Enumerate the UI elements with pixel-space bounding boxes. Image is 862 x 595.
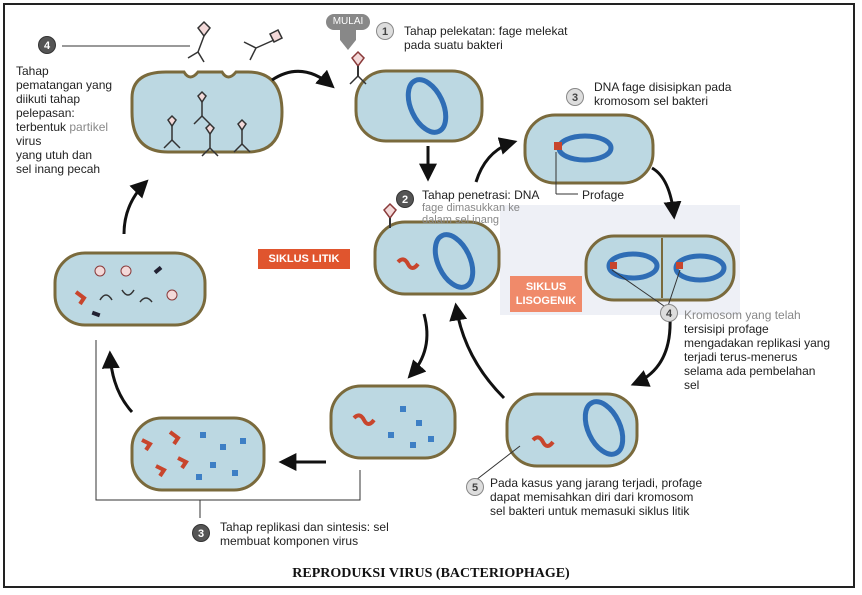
text-line: Tahap (16, 64, 49, 78)
arrow-synthesize-to-assemble (101, 350, 134, 414)
cell-assembly (53, 251, 207, 327)
text-line: DNA fage disisipkan pada (594, 80, 732, 94)
arrow-penetrate-to-replicate (407, 313, 429, 379)
arrow-penetrate-to-prophage (474, 137, 518, 183)
text-line: tersisipi profage (684, 322, 769, 336)
arrow-excise-to-penetrate (449, 302, 506, 400)
lytic-cycle-badge: SIKLUS LITIK (258, 249, 350, 269)
text-line: dapat memisahkan diri dari kromosom (490, 490, 694, 504)
cell-excision (505, 392, 639, 468)
arrow-assemble-to-lysis (122, 179, 149, 235)
text-line: terjadi terus-menerus (684, 350, 798, 364)
step-3-lytic-number: 3 (192, 524, 210, 542)
step-5-description: Pada kasus yang jarang terjadi, profage … (490, 476, 702, 518)
arrow-lysis-to-attach (271, 69, 335, 89)
start-pointer (340, 30, 356, 50)
text-line: Tahap pelekatan: fage melekat (404, 24, 568, 38)
text-line: pada suatu bakteri (404, 38, 503, 52)
text-line: Tahap penetrasi: DNA (422, 188, 540, 202)
text-part: terbentuk (16, 120, 70, 134)
text-line: mengadakan replikasi yang (684, 336, 831, 350)
step-3-lysogenic-description: DNA fage disisipkan pada kromosom sel ba… (594, 80, 731, 108)
step-3-lytic-description: Tahap replikasi dan sintesis: sel membua… (220, 520, 389, 548)
cell-penetration (373, 202, 501, 296)
text-line: selama ada pembelahan (684, 364, 816, 378)
arrow-prophage-to-divide (651, 166, 682, 220)
figure-title: REPRODUKSI VIRUS (BACTERIOPHAGE) (292, 566, 570, 581)
step-4-lysogenic-description: Kromosom yang telah tersisipi profage me… (684, 308, 830, 392)
profage-label: Profage (582, 188, 625, 202)
text-line: terbentuk partikel (16, 120, 112, 134)
text-line: yang utuh dan (16, 148, 93, 162)
cell-prophage (523, 113, 655, 185)
text-line: LISOGENIK (515, 295, 577, 307)
step-4-lytic-number: 4 (38, 36, 56, 54)
lysogenic-cycle-badge: SIKLUS LISOGENIK (510, 276, 582, 312)
released-phages (187, 20, 284, 63)
cell-lysis (130, 70, 284, 157)
text-line: Kromosom yang telah (684, 308, 801, 322)
cell-synthesis (130, 416, 266, 492)
cell-dividing (584, 234, 736, 302)
text-line: sel bakteri untuk memasuki siklus litik (490, 504, 690, 518)
phage-icon (383, 202, 397, 228)
text-part: partikel (69, 120, 109, 134)
step-3-lysogenic-number: 3 (566, 88, 584, 106)
step-4-lysogenic-number: 4 (660, 304, 678, 322)
phage-icon (349, 50, 367, 85)
text-line: dalam sel inang (422, 214, 500, 226)
text-line: pelepasan: (16, 106, 75, 120)
step-1-number: 1 (376, 22, 394, 40)
cycle-arrows (101, 69, 682, 471)
text-line: membuat komponen virus (220, 534, 359, 548)
cell-attachment (349, 50, 484, 143)
step-4-lytic-description: Tahap pematangan yang diikuti tahap pele… (16, 64, 112, 176)
step-2-description: Tahap penetrasi: DNA fage dimasukkan ke … (422, 188, 539, 226)
text-line: sel (684, 378, 700, 392)
step-2-number: 2 (396, 190, 414, 208)
text-line: diikuti tahap (16, 92, 81, 106)
text-line: kromosom sel bakteri (594, 94, 709, 108)
text-line: pematangan yang (16, 78, 113, 92)
step-5-number: 5 (466, 478, 484, 496)
arrow-divide-to-excise (630, 317, 672, 387)
text-line: SIKLUS (525, 281, 567, 293)
text-line: Pada kasus yang jarang terjadi, profage (490, 476, 703, 490)
figure-frame (3, 3, 855, 588)
cell-replication (329, 384, 457, 460)
text-line: fage dimasukkan ke (422, 202, 520, 214)
text-line: sel inang pecah (16, 162, 101, 176)
text-line: Tahap replikasi dan sintesis: sel (220, 520, 389, 534)
step-1-description: Tahap pelekatan: fage melekat pada suatu… (404, 24, 567, 52)
start-label: MULAI (326, 14, 370, 30)
text-line: virus (16, 134, 42, 148)
